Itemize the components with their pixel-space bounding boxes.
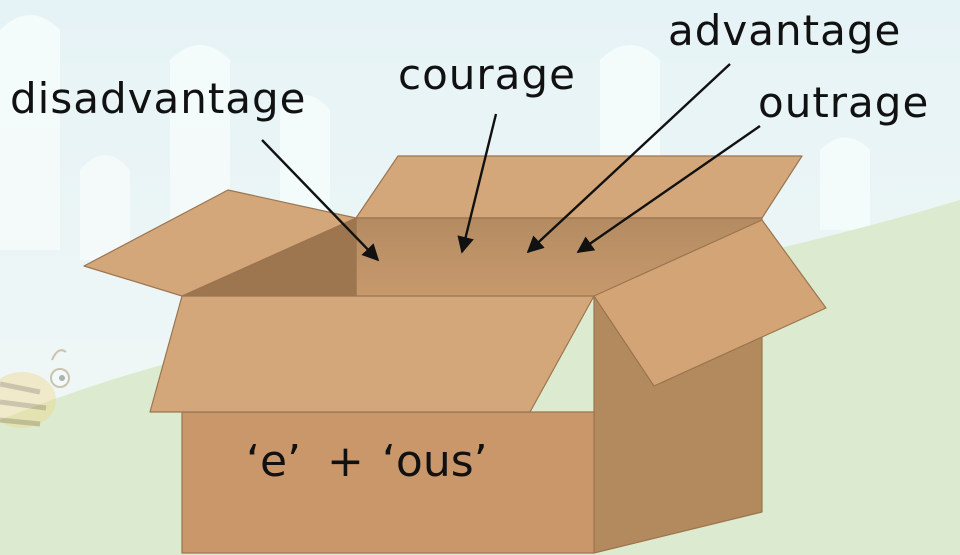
formula-plus: + (327, 436, 364, 487)
word-outrage: outrage (758, 78, 930, 127)
formula-part-ous: ‘ous’ (381, 436, 488, 487)
bee-icon (0, 349, 70, 428)
cardboard-box (83, 155, 827, 554)
arrow-courage (457, 113, 498, 254)
box-front-flap (149, 295, 595, 413)
box-left-flap (83, 189, 357, 297)
word-disadvantage: disadvantage (10, 74, 307, 123)
arrow-advantage (526, 63, 731, 254)
arrow-outrage (576, 125, 761, 253)
formula-part-e: ‘e’ (246, 436, 302, 487)
box-back-flap (355, 155, 803, 219)
word-advantage: advantage (668, 6, 902, 55)
box-right-flap (593, 219, 827, 387)
word-courage: courage (398, 50, 576, 99)
arrow-disadvantage (261, 139, 380, 262)
arrows (261, 63, 761, 262)
suffix-rule-label: ‘e’ + ‘ous’ (246, 436, 488, 487)
